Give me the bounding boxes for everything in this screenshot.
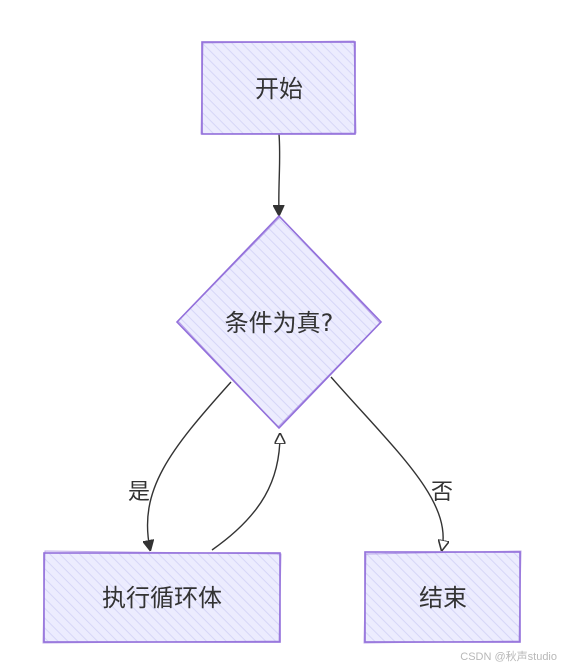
edge-loop-body-to-condition <box>211 435 280 551</box>
node-start-label: 开始 <box>255 75 303 103</box>
edge-label-no: 否 <box>431 480 453 505</box>
node-condition-label: 条件为真? <box>225 309 334 337</box>
node-end-label: 结束 <box>419 584 467 612</box>
node-condition: 条件为真? <box>175 214 383 430</box>
edge-start-to-condition <box>279 133 280 214</box>
node-loop-body: 执行循环体 <box>42 550 282 644</box>
edge-condition-to-loop-body <box>148 381 232 549</box>
watermark: CSDN @秋声studio <box>460 651 557 663</box>
edge-condition-to-end <box>330 376 443 549</box>
node-end: 结束 <box>363 550 522 644</box>
edge-label-yes: 是 <box>128 480 150 505</box>
node-loop-body-label: 执行循环体 <box>102 584 222 612</box>
node-start: 开始 <box>200 40 357 135</box>
edges <box>148 133 444 551</box>
